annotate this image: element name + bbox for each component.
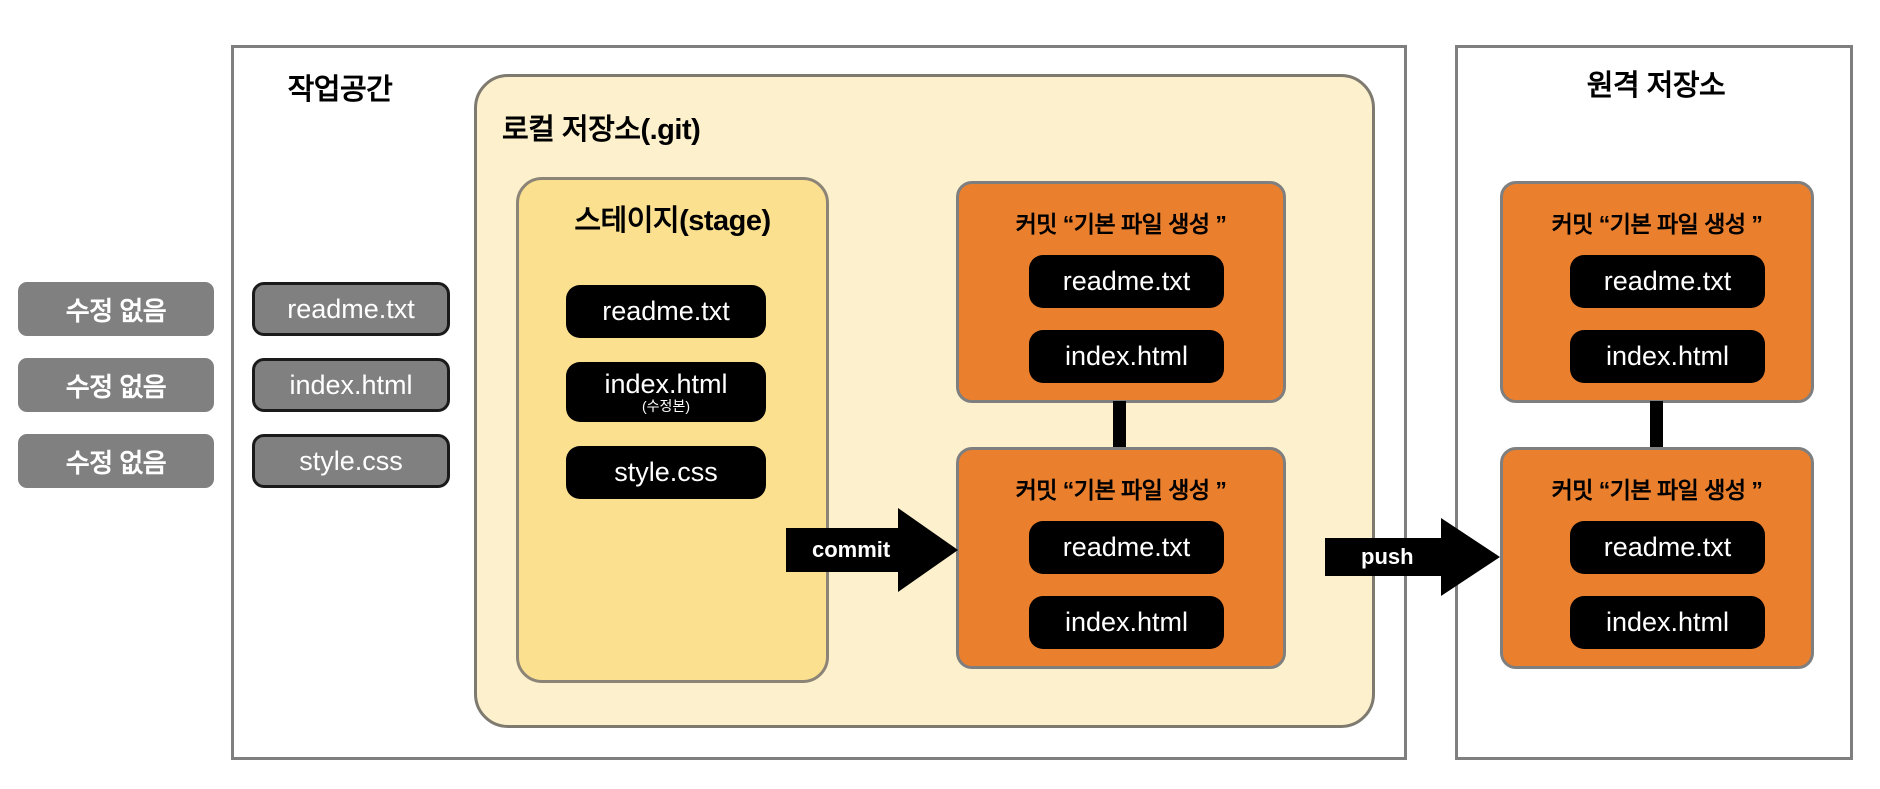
local-commit-file-item: index.html	[1029, 596, 1224, 649]
local-commit-file-item: readme.txt	[1029, 521, 1224, 574]
remote-commit-file-item: readme.txt	[1570, 521, 1765, 574]
local-commit-file-name: readme.txt	[1062, 266, 1191, 297]
local-commit-file-item: index.html	[1029, 330, 1224, 383]
workspace-file-item: style.css	[252, 434, 450, 488]
workspace-file-item: readme.txt	[252, 282, 450, 336]
push-arrow-label: push	[1361, 544, 1414, 569]
commit-arrow-label: commit	[812, 537, 891, 562]
remote-commit-file-name: readme.txt	[1603, 266, 1732, 297]
local-commit-file-name: readme.txt	[1062, 532, 1191, 563]
stage-file-item: index.html (수정본)	[566, 362, 766, 422]
status-badge: 수정 없음	[18, 358, 214, 412]
remote-repository-title: 원격 저장소	[1586, 70, 1726, 102]
remote-commit-file-item: readme.txt	[1570, 255, 1765, 308]
stage-file-name: index.html	[604, 368, 728, 399]
workspace-file-item: index.html	[252, 358, 450, 412]
remote-commit-connector	[1650, 401, 1663, 449]
stage-file-item: readme.txt	[566, 285, 766, 338]
workspace-title: 작업공간	[287, 74, 393, 106]
remote-commit-file-name: readme.txt	[1603, 532, 1732, 563]
stage-title: 스테이지(stage)	[574, 205, 771, 237]
local-commit-title: 커밋 “기본 파일 생성 ”	[1015, 211, 1227, 237]
push-arrow-shape	[1325, 518, 1500, 596]
commit-arrow: commit	[786, 508, 958, 592]
remote-commit-title: 커밋 “기본 파일 생성 ”	[1551, 477, 1763, 503]
stage-file-name: readme.txt	[602, 296, 730, 327]
stage-container	[516, 177, 829, 683]
local-commit-file-item: readme.txt	[1029, 255, 1224, 308]
local-commit-file-name: index.html	[1064, 341, 1189, 372]
remote-commit-file-name: index.html	[1605, 607, 1730, 638]
remote-commit-file-item: index.html	[1570, 596, 1765, 649]
push-arrow: push	[1325, 518, 1500, 596]
status-badge: 수정 없음	[18, 282, 214, 336]
status-badge: 수정 없음	[18, 434, 214, 488]
stage-file-name: style.css	[614, 457, 718, 488]
remote-commit-title: 커밋 “기본 파일 생성 ”	[1551, 211, 1763, 237]
local-commit-connector	[1113, 401, 1126, 449]
local-commit-file-name: index.html	[1064, 607, 1189, 638]
remote-commit-file-name: index.html	[1605, 341, 1730, 372]
stage-file-item: style.css	[566, 446, 766, 499]
local-commit-title: 커밋 “기본 파일 생성 ”	[1015, 477, 1227, 503]
stage-file-sublabel: (수정본)	[642, 398, 690, 415]
local-repository-title: 로컬 저장소(.git)	[502, 114, 701, 146]
remote-commit-file-item: index.html	[1570, 330, 1765, 383]
commit-arrow-shape	[786, 508, 958, 592]
